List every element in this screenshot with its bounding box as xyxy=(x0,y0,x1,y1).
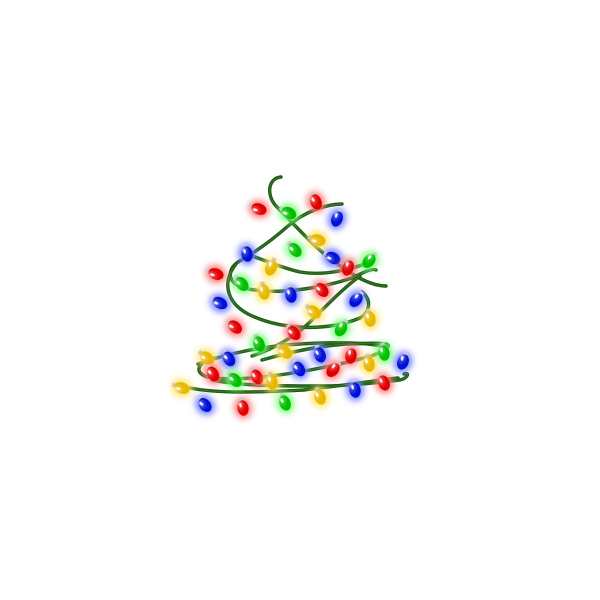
bulb-glint xyxy=(308,309,313,314)
light-bulb-icon xyxy=(360,308,380,330)
bulb-glint xyxy=(239,403,242,408)
light-bulb-icon xyxy=(310,386,330,408)
light-bulb-icon xyxy=(278,203,300,223)
light-bulb-icon xyxy=(281,284,301,306)
bulb-glint xyxy=(351,385,354,390)
light-bulb-icon xyxy=(374,372,394,394)
light-bulb-icon xyxy=(374,342,394,364)
light-bulb-icon xyxy=(285,239,305,261)
light-bulb-icon xyxy=(393,351,413,373)
bulb-glint xyxy=(214,301,219,305)
bulb-glint xyxy=(252,373,256,378)
bulb-glint xyxy=(367,255,372,260)
bulb-glint xyxy=(289,330,293,334)
light-bulb-icon xyxy=(205,264,227,284)
bulb-glint xyxy=(365,359,368,364)
bulb-glint xyxy=(327,256,332,260)
bulb-glint xyxy=(176,387,181,390)
bulb-glint xyxy=(380,378,383,383)
bulb-glint xyxy=(348,350,351,355)
bulb-glint xyxy=(346,262,349,267)
bulb-glint xyxy=(208,370,212,375)
bulb-glint xyxy=(281,398,284,403)
bulb-glint xyxy=(269,262,272,267)
light-bulb-icon xyxy=(274,342,296,362)
light-bulb-icon xyxy=(232,273,252,295)
light-bulb-icon xyxy=(331,318,351,340)
bulb-glint xyxy=(335,213,338,218)
bulb-glint xyxy=(279,349,284,354)
light-bulb-icon xyxy=(196,348,218,368)
light-bulb-icon xyxy=(341,345,361,367)
light-bulb-icon xyxy=(262,371,282,393)
light-bulb-icon xyxy=(209,293,231,313)
bulb-glint xyxy=(354,294,359,299)
light-bulb-icon xyxy=(359,250,379,272)
light-bulb-icon xyxy=(233,397,253,419)
bulb-glint xyxy=(210,273,215,276)
light-bulb-icon xyxy=(338,257,358,279)
light-bulb-icon xyxy=(195,394,215,416)
light-bulb-icon xyxy=(224,317,246,337)
light-bulb-icon xyxy=(310,344,330,366)
light-bulb-icon xyxy=(307,230,329,250)
bulb-glint xyxy=(290,247,294,251)
wire-highlight xyxy=(229,261,377,292)
bulb-glint xyxy=(294,365,298,370)
bulb-glint xyxy=(224,355,228,360)
light-bulb-icon xyxy=(289,358,309,380)
light-bulb-icon xyxy=(306,191,326,213)
bulb-glint xyxy=(268,377,271,382)
bulb-glint xyxy=(260,287,263,292)
light-bulb-icon xyxy=(249,333,269,355)
light-bulb-icon xyxy=(359,353,379,375)
bulb-glint xyxy=(312,197,315,202)
bulb-glint xyxy=(401,356,404,361)
bulb-glint xyxy=(366,314,369,319)
light-bulb-icon xyxy=(327,208,347,230)
bulb-glint xyxy=(230,377,234,381)
light-bulb-icon xyxy=(219,348,239,370)
light-bulb-icon xyxy=(303,302,325,322)
light-bulb-icon xyxy=(346,289,366,311)
bulb-glint xyxy=(317,287,321,291)
wire-highlight xyxy=(189,377,399,393)
bulb-glint xyxy=(283,211,288,215)
light-bulb-icon xyxy=(261,257,281,279)
bulb-glint xyxy=(287,290,290,295)
light-bulb-icon xyxy=(237,243,257,265)
light-bulb-icon xyxy=(171,378,193,398)
light-bulb-icon xyxy=(225,369,245,391)
light-bulb-icon xyxy=(323,359,343,381)
bulb-glint xyxy=(255,339,258,344)
bulb-glint xyxy=(316,350,319,355)
bulb-glint xyxy=(229,324,234,329)
light-bulb-icon xyxy=(345,379,365,401)
bulb-glint xyxy=(380,348,383,353)
bulb-glint xyxy=(312,239,317,242)
bulb-glint xyxy=(316,392,319,397)
light-bulb-icon xyxy=(312,279,332,301)
light-bulb-icon xyxy=(247,366,267,388)
light-bulb-icon xyxy=(254,281,274,303)
light-bulb-icon xyxy=(248,199,270,219)
light-bulb-icon xyxy=(275,392,295,414)
bulb-glint xyxy=(339,323,343,328)
bulb-glint xyxy=(201,355,206,360)
light-bulb-icon xyxy=(322,248,344,268)
light-bulb-icon xyxy=(284,322,304,344)
bulb-glint xyxy=(200,402,204,406)
bulb-glint xyxy=(253,208,258,211)
bulb-glint xyxy=(237,281,241,285)
bulb-glint xyxy=(243,249,246,254)
bulb-glint xyxy=(331,364,336,369)
light-bulbs xyxy=(171,191,413,419)
light-bulb-icon xyxy=(203,363,223,385)
